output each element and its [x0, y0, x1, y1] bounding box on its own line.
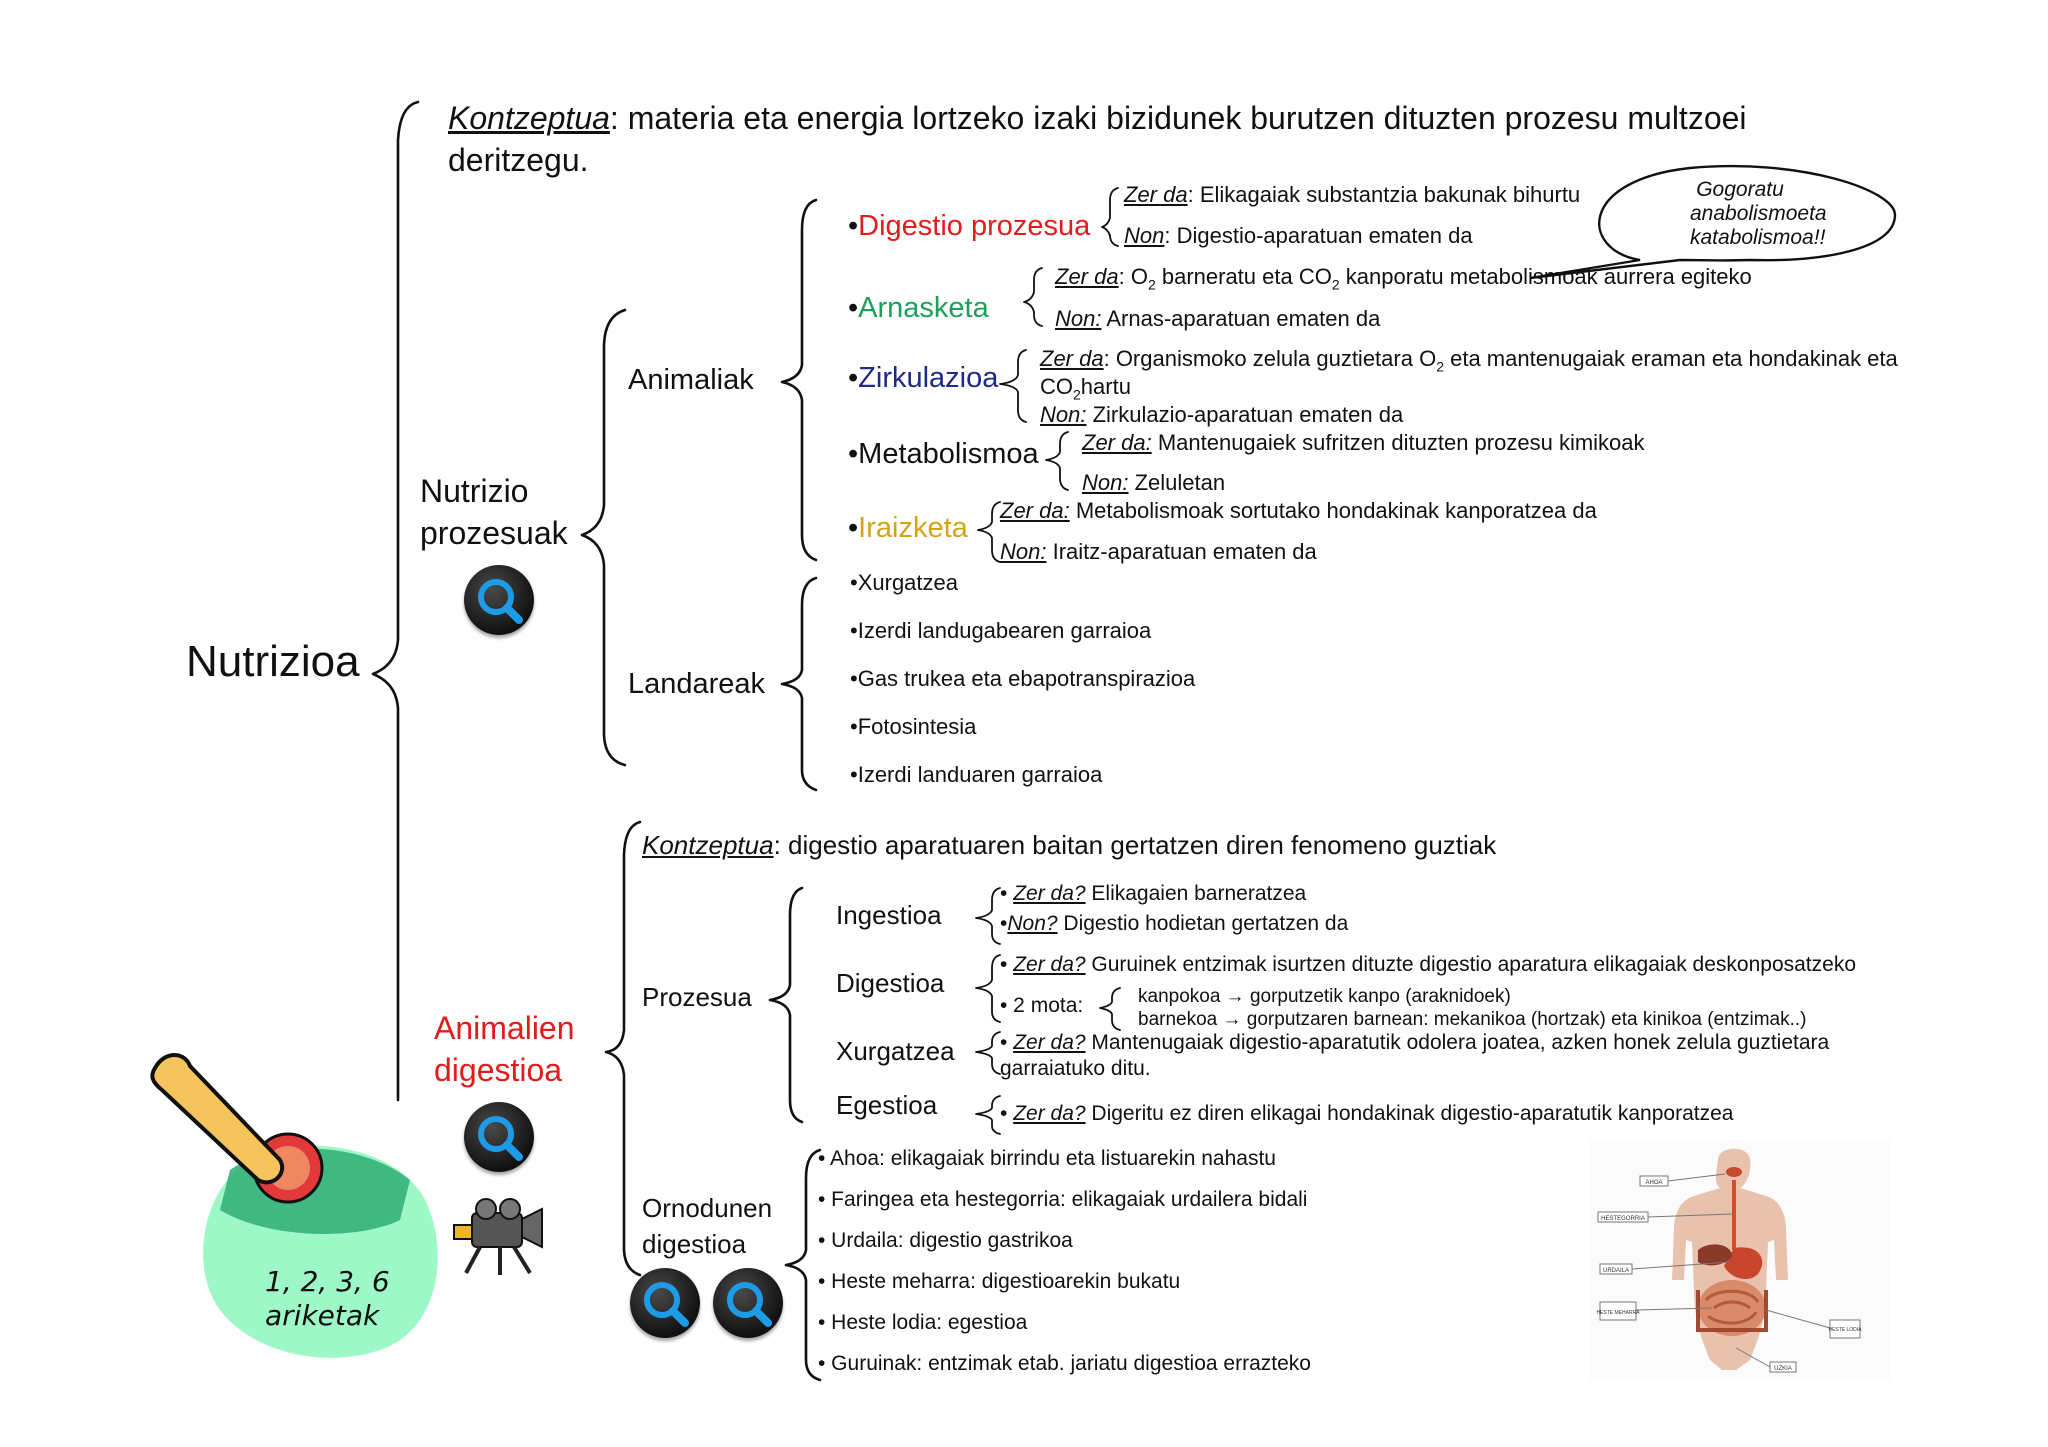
search-button-1[interactable] [464, 565, 534, 635]
absorption-what-1: • Zer da? Mantenugaiak digestio-aparatut… [1000, 1031, 1830, 1054]
digestion-concept: Kontzeptua: digestio aparatuaren baitan … [642, 830, 1497, 860]
circulation-where: Non: Zirkulazio-aparatuan ematen da [1040, 402, 1404, 427]
concept-line-2: deritzegu. [448, 142, 589, 178]
ingestion-where: •Non? Digestio hodietan gertatzen da [1000, 912, 1349, 935]
excretion-where: Non: Iraitz-aparatuan ematen da [1000, 539, 1317, 564]
digestion-type-internal: barnekoa → gorputzaren barnean: mekaniko… [1138, 1009, 1807, 1030]
respiration-where: Non: Arnas-aparatuan ematen da [1055, 306, 1381, 331]
ingestion-what: • Zer da? Elikagaien barneratzea [1000, 882, 1307, 905]
digestion-type-external: kanpokoa → gorputzetik kanpo (araknidoek… [1138, 986, 1511, 1007]
concept-line-1: Kontzeptua: materia eta energia lortzeko… [448, 100, 1747, 136]
process-metabolism: •Metabolismoa [848, 438, 1039, 470]
respiration-what: Zer da: O2 barneratu eta CO2 kanporatu m… [1055, 264, 1752, 293]
process-digestion: •Digestio prozesua [848, 210, 1091, 242]
animals-label: Animaliak [628, 364, 754, 396]
callout-pointer [1530, 258, 1590, 278]
vertebrate-item: • Ahoa: elikagaiak birrindu eta listuare… [818, 1147, 1276, 1170]
exercises-button[interactable]: 1, 2, 3, 6 ariketak [140, 1050, 460, 1360]
callout-text: Gogoratu anabolismoeta katabolismoa!! [1690, 178, 1827, 249]
egestion-label: Egestioa [836, 1090, 938, 1120]
label-esophagus: HESTEGORRIA [1601, 1216, 1645, 1222]
ingestion-label: Ingestioa [836, 900, 942, 930]
search-button-4[interactable] [713, 1268, 783, 1338]
label-small-intestine: HESTE MEHARRA [1596, 1310, 1640, 1316]
search-icon [644, 1282, 689, 1327]
digestion-what: Zer da: Elikagaiak substantzia bakunak b… [1124, 182, 1581, 207]
callout-bubble [1529, 164, 1897, 280]
process-circulation: •Zirkulazioa [848, 362, 999, 394]
plant-item: •Fotosintesia [850, 714, 977, 739]
digestion-step-what: • Zer da? Guruinek entzimak isurtzen dit… [1000, 953, 1856, 976]
circulation-what: Zer da: Organismoko zelula guztietara O2… [1040, 346, 1898, 375]
circulation-what-2: CO2hartu [1040, 374, 1131, 403]
excretion-what: Zer da: Metabolismoak sortutako hondakin… [1000, 498, 1597, 523]
animal-digestion-label: Animalien digestioa [434, 1010, 575, 1088]
vertebrate-item: • Heste meharra: digestioarekin bukatu [818, 1270, 1181, 1293]
search-button-3[interactable] [630, 1268, 700, 1338]
label-anus: UZKIA [1774, 1366, 1792, 1372]
metabolism-where: Non: Zeluletan [1082, 470, 1226, 495]
plant-item: •Xurgatzea [850, 570, 958, 595]
process-label: Prozesua [642, 982, 752, 1012]
digestion-where: Non: Digestio-aparatuan ematen da [1124, 223, 1473, 248]
egestion-what: • Zer da? Digeritu ez diren elikagai hon… [1000, 1102, 1734, 1125]
label-mouth: AHOA [1645, 1180, 1662, 1186]
vertebrate-digestion-label: Ornodunen digestioa [642, 1193, 773, 1259]
main-title: Nutrizioa [186, 637, 360, 686]
digestive-system-diagram: AHOA HESTEGORRIA URDAILA HESTE MEHARRA H… [1590, 1140, 1890, 1380]
absorption-label: Xurgatzea [836, 1036, 955, 1066]
vertebrate-item: • Heste lodia: egestioa [818, 1311, 1028, 1334]
plant-item: •Izerdi landugabearen garraioa [850, 618, 1152, 643]
digestion-types-label: • 2 mota: [1000, 994, 1084, 1017]
search-icon [478, 1116, 523, 1161]
vertebrate-item: • Guruinak: entzimak etab. jariatu diges… [818, 1352, 1311, 1375]
vertebrate-item: • Faringea eta hestegorria: elikagaiak u… [818, 1188, 1308, 1211]
process-respiration: •Arnasketa [848, 292, 989, 324]
process-excretion: •Iraizketa [848, 512, 968, 544]
label-stomach: URDAILA [1603, 1268, 1629, 1274]
plant-item: •Izerdi landuaren garraioa [850, 762, 1103, 787]
exercises-label: 1, 2, 3, 6 ariketak [265, 1265, 390, 1332]
absorption-what-2: garraiatuko ditu. [1000, 1057, 1151, 1080]
plants-label: Landareak [628, 668, 766, 700]
search-icon [478, 579, 523, 624]
search-icon [727, 1282, 772, 1327]
digestion-step-label: Digestioa [836, 968, 945, 998]
metabolism-what: Zer da: Mantenugaiek sufritzen dituzten … [1082, 430, 1645, 455]
nutrition-processes-label: Nutrizio prozesuak [420, 473, 568, 551]
label-large-intestine: HESTE LODIA [1828, 1327, 1862, 1333]
pointing-hand-icon [150, 1053, 438, 1358]
plant-item: •Gas trukea eta ebapotranspirazioa [850, 666, 1196, 691]
search-button-2[interactable] [464, 1102, 534, 1172]
video-camera-icon[interactable] [450, 1195, 545, 1277]
vertebrate-item: • Urdaila: digestio gastrikoa [818, 1229, 1073, 1252]
